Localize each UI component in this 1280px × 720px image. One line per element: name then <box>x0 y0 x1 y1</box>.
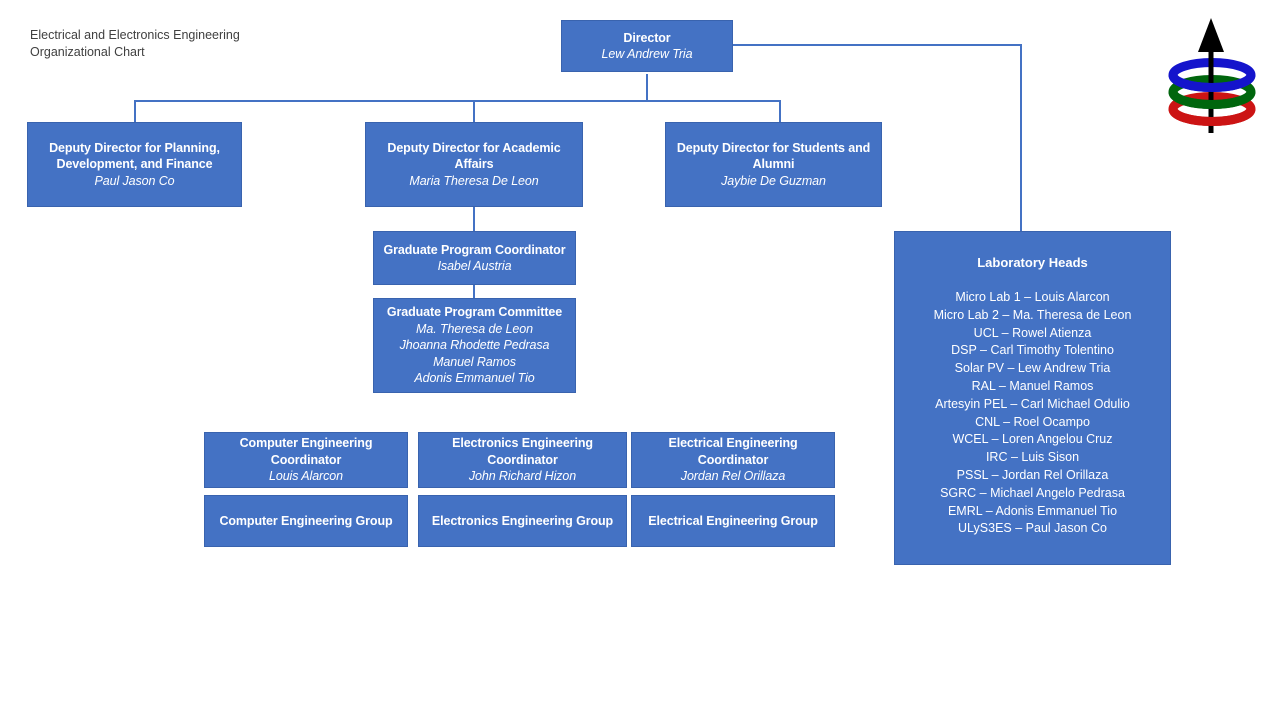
laboratory-heads-list: Micro Lab 1 – Louis Alarcon Micro Lab 2 … <box>895 289 1170 538</box>
laboratory-head-row: ULyS3ES – Paul Jason Co <box>958 521 1107 536</box>
node-grad-coordinator-title: Graduate Program Coordinator <box>383 242 566 257</box>
node-computer-engineering-coordinator[interactable]: Computer Engineering Coordinator Louis A… <box>204 432 408 488</box>
connector-director-to-labs-horizontal <box>733 44 1021 46</box>
node-computer-coordinator-person: Louis Alarcon <box>269 469 343 484</box>
node-director[interactable]: Director Lew Andrew Tria <box>561 20 733 72</box>
node-grad-committee-title: Graduate Program Committee <box>386 305 563 320</box>
node-electrical-engineering-group[interactable]: Electrical Engineering Group <box>631 495 835 547</box>
chart-title: Electrical and Electronics Engineering O… <box>30 28 240 59</box>
laboratory-head-row: CNL – Roel Ocampo <box>975 414 1090 429</box>
logo-ring-middle-front-icon <box>1168 91 1256 109</box>
laboratory-head-row: SGRC – Michael Angelo Pedrasa <box>940 485 1125 500</box>
node-deputy-director-planning[interactable]: Deputy Director for Planning, Developmen… <box>27 122 242 207</box>
node-deputy-students-person: Jaybie De Guzman <box>721 173 826 188</box>
connector-drop-academic <box>473 100 475 123</box>
connector-drop-students <box>779 100 781 123</box>
node-grad-committee-member: Adonis Emmanuel Tio <box>414 371 535 386</box>
node-graduate-program-coordinator[interactable]: Graduate Program Coordinator Isabel Aust… <box>373 231 576 285</box>
laboratory-head-row: Artesyin PEL – Carl Michael Odulio <box>935 396 1130 411</box>
laboratory-head-row: UCL – Rowel Atienza <box>973 325 1092 340</box>
laboratory-head-row: Micro Lab 2 – Ma. Theresa de Leon <box>933 307 1132 322</box>
node-computer-engineering-group[interactable]: Computer Engineering Group <box>204 495 408 547</box>
laboratory-head-row: IRC – Luis Sison <box>985 450 1080 465</box>
node-electrical-engineering-coordinator[interactable]: Electrical Engineering Coordinator Jorda… <box>631 432 835 488</box>
node-deputy-director-academic[interactable]: Deputy Director for Academic Affairs Mar… <box>365 122 583 207</box>
laboratory-head-row: Micro Lab 1 – Louis Alarcon <box>955 290 1110 304</box>
laboratory-head-row: EMRL – Adonis Emmanuel Tio <box>947 503 1118 518</box>
logo-ring-top-front-icon <box>1168 74 1256 92</box>
connector-gradcoord-to-gradcommittee <box>473 284 475 298</box>
node-deputy-academic-person: Maria Theresa De Leon <box>409 173 539 188</box>
laboratory-head-row: PSSL – Jordan Rel Orillaza <box>956 467 1109 482</box>
node-director-title: Director <box>623 30 671 45</box>
connector-deputy-bus <box>134 100 781 102</box>
node-grad-committee-member: Manuel Ramos <box>433 354 516 369</box>
node-deputy-planning-title: Deputy Director for Planning, Developmen… <box>49 140 220 172</box>
node-electronics-engineering-coordinator[interactable]: Electronics Engineering Coordinator John… <box>418 432 627 488</box>
laboratory-head-row: RAL – Manuel Ramos <box>971 378 1094 393</box>
connector-director-down <box>646 74 648 101</box>
connector-labs-down <box>1020 44 1022 232</box>
node-graduate-program-committee[interactable]: Graduate Program Committee Ma. Theresa d… <box>373 298 576 393</box>
node-grad-committee-member: Ma. Theresa de Leon <box>416 321 533 336</box>
laboratory-heads-title: Laboratory Heads <box>977 255 1088 270</box>
laboratory-head-row: DSP – Carl Timothy Tolentino <box>951 343 1114 358</box>
connector-drop-planning <box>134 100 136 123</box>
logo-ring-bottom-front-icon <box>1168 108 1256 126</box>
node-deputy-academic-title: Deputy Director for Academic Affairs <box>387 140 561 172</box>
node-electrical-coordinator-title: Electrical Engineering Coordinator <box>668 436 798 467</box>
eee-rings-arrow-logo <box>1168 18 1256 133</box>
node-deputy-director-students[interactable]: Deputy Director for Students and Alumni … <box>665 122 882 207</box>
node-computer-group-title: Computer Engineering Group <box>219 513 393 528</box>
node-electronics-engineering-group[interactable]: Electronics Engineering Group <box>418 495 627 547</box>
laboratory-head-row: Solar PV – Lew Andrew Tria <box>954 361 1111 376</box>
node-electronics-coordinator-person: John Richard Hizon <box>468 469 577 484</box>
node-deputy-planning-person: Paul Jason Co <box>94 173 175 188</box>
node-grad-committee-member: Jhoanna Rhodette Pedrasa <box>399 338 550 353</box>
node-electrical-group-title: Electrical Engineering Group <box>648 513 818 528</box>
node-computer-coordinator-title: Computer Engineering Coordinator <box>239 436 373 467</box>
node-grad-coordinator-person: Isabel Austria <box>437 259 512 273</box>
laboratory-head-row: WCEL – Loren Angelou Cruz <box>952 432 1113 447</box>
node-electrical-coordinator-person: Jordan Rel Orillaza <box>680 469 786 484</box>
node-director-person: Lew Andrew Tria <box>601 47 693 61</box>
node-laboratory-heads[interactable]: Laboratory Heads Micro Lab 1 – Louis Ala… <box>894 231 1171 565</box>
node-deputy-students-title: Deputy Director for Students and Alumni <box>676 140 871 172</box>
node-electronics-coordinator-title: Electronics Engineering Coordinator <box>452 436 593 467</box>
node-electronics-group-title: Electronics Engineering Group <box>431 513 614 528</box>
connector-academic-to-gradcoord <box>473 206 475 232</box>
